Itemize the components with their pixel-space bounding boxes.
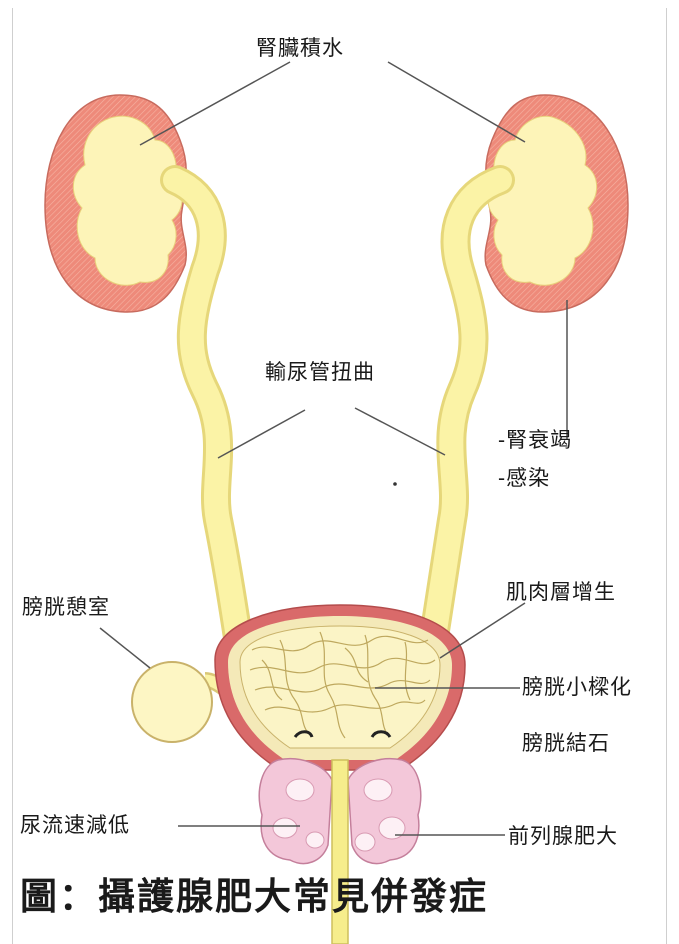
figure-caption: 圖：攝護腺肥大常見併發症 [20, 878, 488, 915]
label-renal-failure: -腎衰竭 [498, 430, 572, 451]
label-bladder-stone: 膀胱結石 [522, 733, 610, 754]
label-bladder-trabeculation: 膀胱小樑化 [522, 677, 632, 698]
label-infection: -感染 [498, 468, 550, 489]
label-bladder-diverticulum: 膀胱憩室 [22, 597, 110, 618]
label-reduced-urine-flow: 尿流速減低 [20, 815, 130, 836]
label-ureter-tortuosity: 輸尿管扭曲 [265, 362, 375, 383]
label-muscle-hyperplasia: 肌肉層增生 [506, 582, 616, 603]
label-prostate-enlargement: 前列腺肥大 [508, 826, 618, 847]
left-kidney [45, 95, 186, 312]
right-kidney [485, 95, 628, 312]
label-hydronephrosis: 腎臟積水 [256, 38, 344, 59]
